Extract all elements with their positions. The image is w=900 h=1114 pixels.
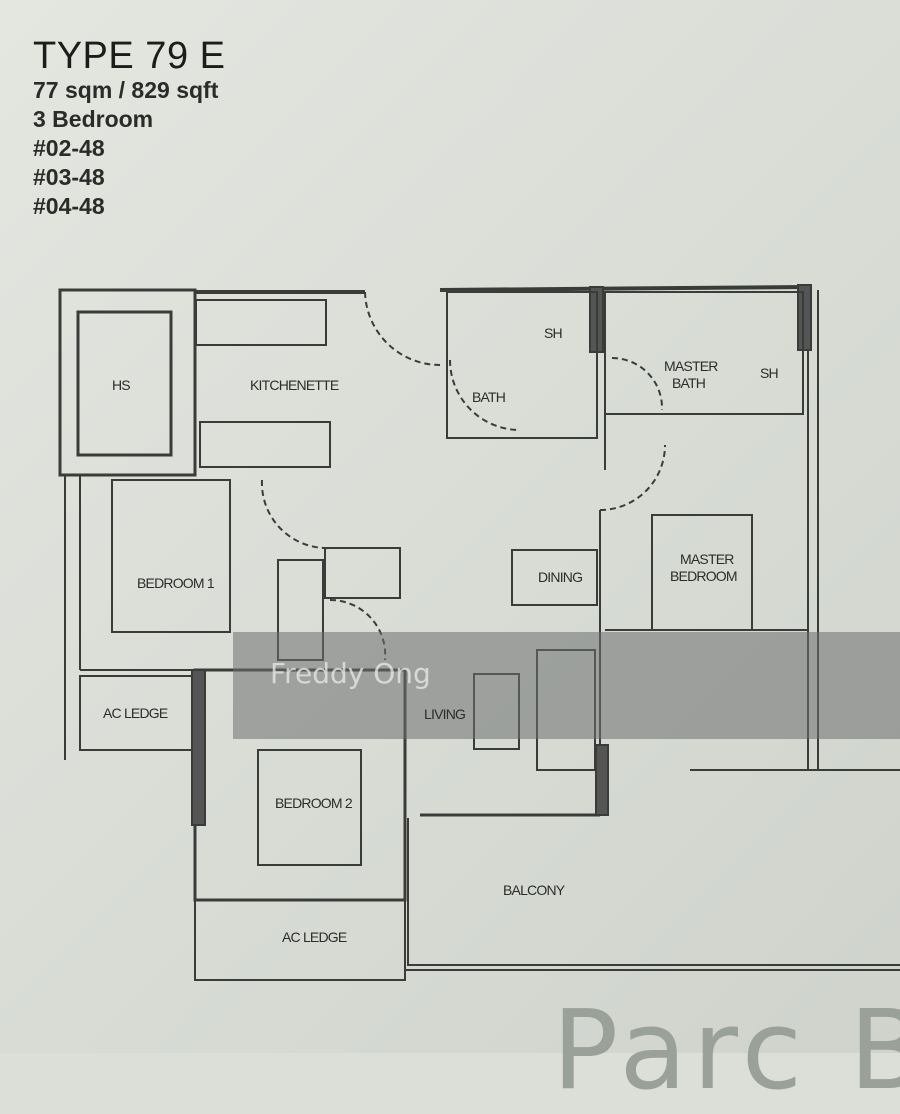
unit-type-title: TYPE 79 E (33, 35, 226, 77)
room-label-master-bedroom: MASTER (680, 551, 734, 567)
room-label-bath: BATH (472, 389, 505, 405)
watermark-band (233, 632, 900, 739)
room-label-hs: HS (112, 377, 130, 393)
unit-info: TYPE 79 E 77 sqm / 829 sqft 3 Bedroom #0… (33, 36, 225, 221)
room-label-shower: SH (544, 325, 562, 341)
paper-background (0, 0, 900, 1053)
room-label-dining: DINING (538, 569, 582, 585)
room-label-master-shower: SH (760, 365, 778, 381)
room-labels: HS KITCHENETTE BATH SH MASTER BATH SH BE… (103, 325, 779, 945)
room-labels-layer: HS KITCHENETTE BATH SH MASTER BATH SH BE… (103, 325, 779, 945)
room-label-kitchenette: KITCHENETTE (250, 377, 339, 393)
unit-bedrooms: 3 Bedroom (33, 106, 154, 132)
unit-number: #03-48 (33, 164, 105, 190)
room-label-master-bedroom: BEDROOM (670, 568, 737, 584)
room-label-master-bath: MASTER (664, 358, 718, 374)
unit-number: #02-48 (33, 135, 105, 161)
room-label-balcony: BALCONY (503, 882, 566, 898)
room-label-ac-ledge: AC LEDGE (282, 929, 347, 945)
room-label-master-bath: BATH (672, 375, 705, 391)
room-label-bedroom-2: BEDROOM 2 (275, 795, 353, 811)
room-label-living: LIVING (424, 706, 465, 722)
unit-area: 77 sqm / 829 sqft (33, 77, 219, 103)
room-label-ac-ledge: AC LEDGE (103, 705, 168, 721)
watermark: Freddy Ong (270, 657, 431, 690)
unit-number: #04-48 (33, 193, 105, 219)
room-label-bedroom-1: BEDROOM 1 (137, 575, 215, 591)
